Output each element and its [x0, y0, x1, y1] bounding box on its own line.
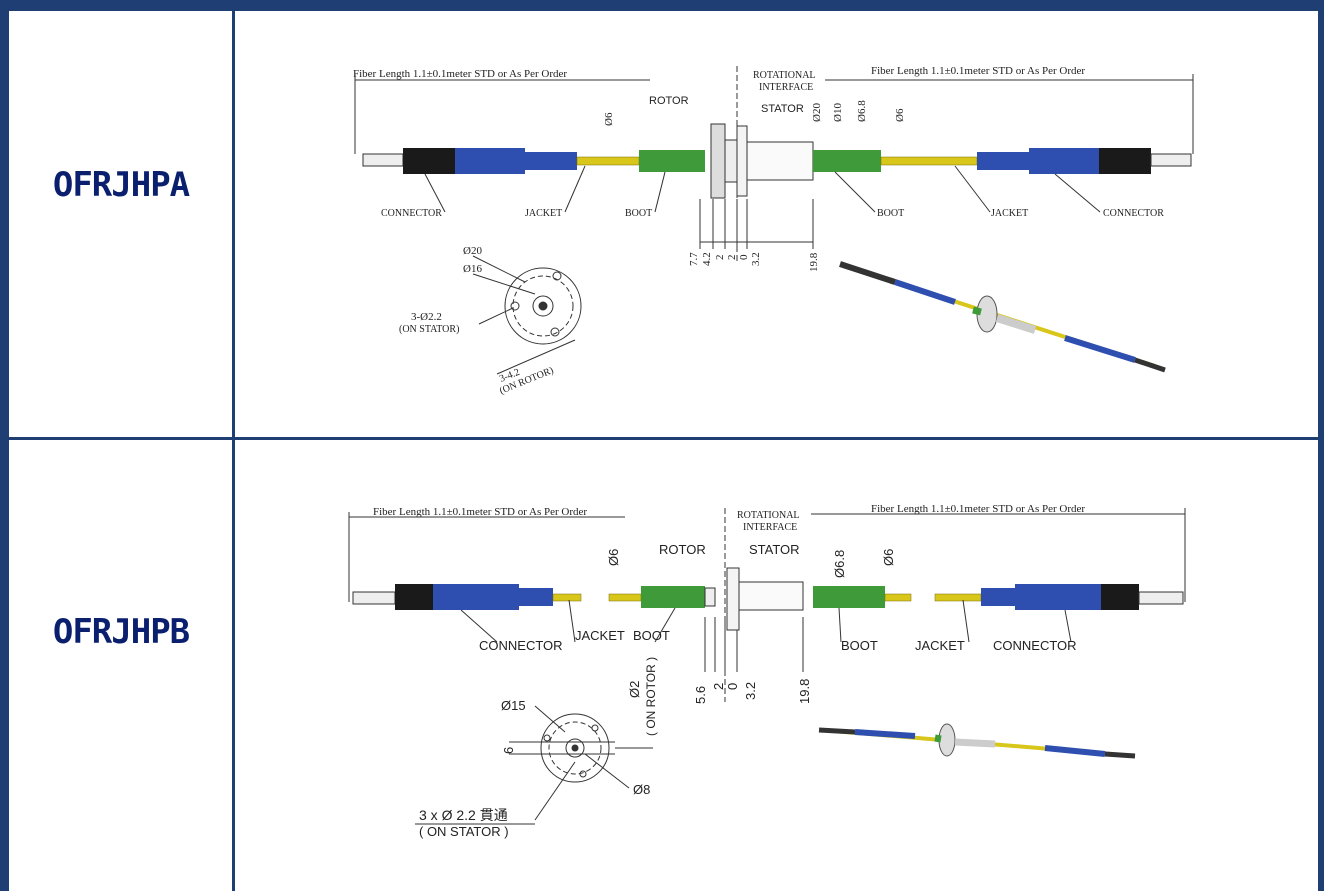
- dim-3.2: 3.2: [750, 252, 762, 266]
- connector-left-label: CONNECTOR: [381, 208, 442, 219]
- fiber-length-right-label: Fiber Length 1.1±0.1meter STD or As Per …: [871, 65, 1085, 77]
- holes-stator-note-b: ( ON STATOR ): [419, 824, 509, 839]
- dim-4.2: 4.2: [701, 252, 713, 266]
- dim-0-b: 0: [725, 683, 740, 690]
- face-dia16-label: Ø16: [463, 263, 482, 275]
- boot-right-label: BOOT: [877, 208, 904, 219]
- fiber-length-left-label: Fiber Length 1.1±0.1meter STD or As Per …: [353, 68, 567, 80]
- table-left-border: [0, 0, 9, 891]
- rotational-interface-label-2: INTERFACE: [759, 82, 813, 93]
- dia6-left-label-b: Ø6: [606, 549, 621, 566]
- dia2-label-b: Ø2: [627, 681, 642, 698]
- rotational-interface-label-b-2: INTERFACE: [743, 522, 797, 533]
- dim-19.8: 19.8: [808, 252, 820, 272]
- face-dia20-label: Ø20: [463, 245, 482, 257]
- dia2-note-b: ( ON ROTOR ): [644, 657, 658, 736]
- dim-19.8-b: 19.8: [797, 679, 812, 704]
- rotor-label-b: ROTOR: [659, 542, 706, 557]
- fiber-length-left-label-b: Fiber Length 1.1±0.1meter STD or As Per …: [373, 506, 587, 518]
- dia10-label: Ø10: [832, 103, 844, 122]
- jacket-right-label-b: JACKET: [915, 638, 965, 653]
- holes-stator-label-b: 3 x Ø 2.2 貫通: [419, 807, 508, 823]
- boot-left-label-b: BOOT: [633, 628, 670, 643]
- rotational-interface-label-b: ROTATIONAL: [737, 510, 800, 521]
- boot-left-label: BOOT: [625, 208, 652, 219]
- dim-3.2-b: 3.2: [743, 682, 758, 700]
- jacket-right-label: JACKET: [991, 208, 1028, 219]
- stator-label: STATOR: [761, 103, 804, 115]
- dia6-left-label: Ø6: [603, 112, 615, 126]
- rotor-label: ROTOR: [649, 95, 689, 107]
- connector-right-label-b: CONNECTOR: [993, 638, 1077, 653]
- dia6-right-label-b: Ø6: [881, 549, 896, 566]
- dim-5.6-b: 5.6: [693, 686, 708, 704]
- dim-2-b: 2: [711, 683, 726, 690]
- table-top-bar: [0, 0, 1324, 11]
- face-6-label-b: 6: [501, 747, 516, 754]
- holes-stator-note: (ON STATOR): [399, 324, 459, 335]
- boot-right-label-b: BOOT: [841, 638, 878, 653]
- fiber-length-right-label-b: Fiber Length 1.1±0.1meter STD or As Per …: [871, 503, 1085, 515]
- jacket-left-label: JACKET: [525, 208, 562, 219]
- connector-right-label: CONNECTOR: [1103, 208, 1164, 219]
- dia20-label: Ø20: [811, 103, 823, 122]
- stator-label-b: STATOR: [749, 542, 800, 557]
- drawing-ofrjhpb: Fiber Length 1.1±0.1meter STD or As Per …: [348, 503, 1186, 839]
- dim-2b: 2: [726, 255, 738, 261]
- face-dia15-label-b: Ø15: [501, 698, 526, 713]
- jacket-left-label-b: JACKET: [575, 628, 625, 643]
- table-row-divider: [0, 437, 1324, 440]
- drawing-ofrjhpa: Fiber Length 1.1±0.1meter STD or As Per …: [353, 65, 1194, 397]
- dim-0: 0: [738, 254, 750, 260]
- dim-7.7: 7.7: [688, 252, 700, 266]
- table-column-divider: [232, 11, 235, 891]
- model-name-row1: OFRJHPA: [52, 165, 190, 205]
- product-illustration-ofrjhpa: [839, 261, 1166, 373]
- face-dia8-label-b: Ø8: [633, 782, 650, 797]
- dia68-label-b: Ø6.8: [832, 550, 847, 578]
- model-name-row2: OFRJHPB: [52, 612, 190, 652]
- table-right-border: [1318, 0, 1324, 891]
- product-illustration-ofrjhpb: [818, 723, 1136, 759]
- rotational-interface-label: ROTATIONAL: [753, 70, 816, 81]
- dia6-right-label: Ø6: [894, 108, 906, 122]
- dim-2a: 2: [714, 255, 726, 261]
- connector-left-label-b: CONNECTOR: [479, 638, 563, 653]
- holes-stator-label: 3-Ø2.2: [411, 311, 442, 323]
- dia68-label: Ø6.8: [856, 100, 868, 122]
